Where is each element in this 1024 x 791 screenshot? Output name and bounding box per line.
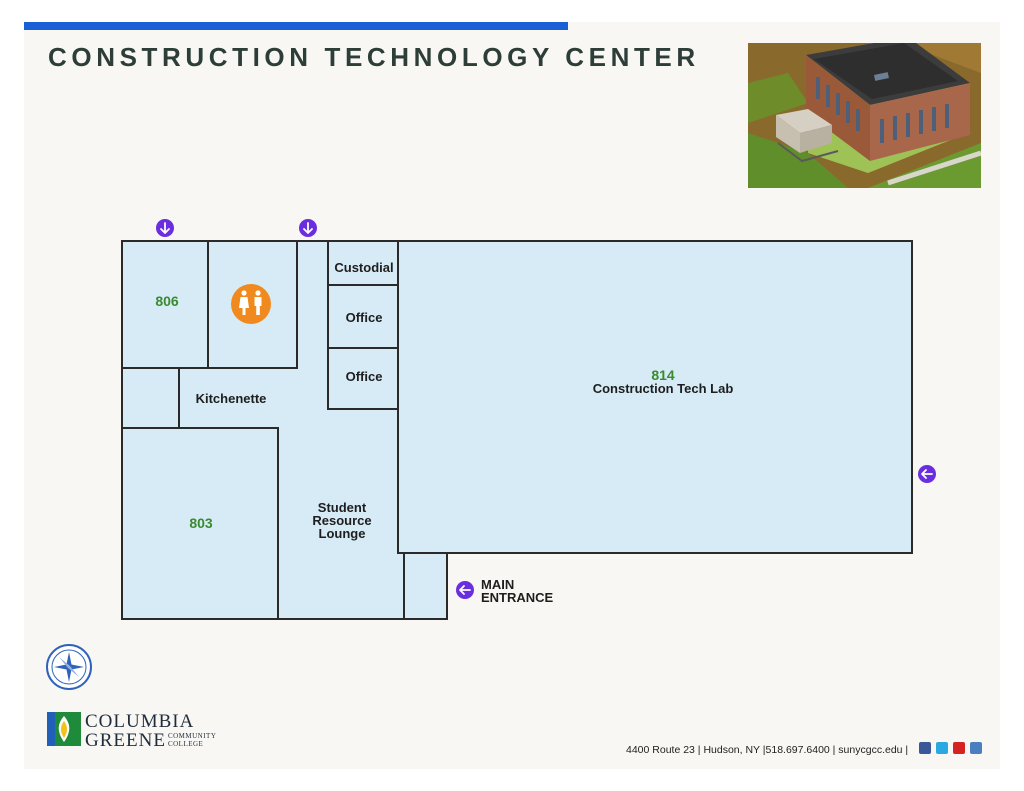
office-1-label: Office xyxy=(346,310,383,325)
lounge-label-line1: Student xyxy=(318,500,367,515)
instagram-icon[interactable] xyxy=(970,742,982,754)
facebook-icon[interactable] xyxy=(919,742,931,754)
room-814-number: 814 xyxy=(651,367,675,383)
kitchenette-label: Kitchenette xyxy=(196,391,267,406)
main-entrance-label-line2: ENTRANCE xyxy=(481,590,554,605)
accent-bar xyxy=(24,22,568,30)
room-814 xyxy=(397,240,913,554)
building-illustration-art xyxy=(748,43,981,188)
footer-contact: 4400 Route 23 | Hudson, NY |518.697.6400… xyxy=(626,744,909,756)
logo-small-line-1: COMMUNITY xyxy=(167,732,217,740)
main-entrance-label-line1: MAIN xyxy=(481,577,514,592)
room-803-label: 803 xyxy=(189,515,213,531)
office-2-label: Office xyxy=(346,369,383,384)
building-illustration xyxy=(748,43,981,188)
lounge-label-line3: Lounge xyxy=(319,526,366,541)
compass-seal-icon xyxy=(46,644,92,690)
exit-arrow-icon xyxy=(299,219,317,237)
room-806-label: 806 xyxy=(155,293,179,309)
logo-line-2-text: GREENE xyxy=(85,730,166,751)
logo-small-line-2: COLLEGE xyxy=(167,739,204,748)
exit-arrow-icon xyxy=(156,219,174,237)
room-vestibule xyxy=(403,552,448,620)
room-storage xyxy=(121,367,180,429)
youtube-icon[interactable] xyxy=(953,742,965,754)
restroom-icon xyxy=(231,284,271,324)
room-803 xyxy=(121,427,279,620)
logo-line-1: COLUMBIA xyxy=(85,711,195,732)
twitter-icon[interactable] xyxy=(936,742,948,754)
exit-arrow-icon xyxy=(918,465,936,483)
page-title: CONSTRUCTION TECHNOLOGY CENTER xyxy=(48,42,700,72)
exit-arrow-icon xyxy=(456,581,474,599)
room-814-name: Construction Tech Lab xyxy=(593,381,734,396)
college-logo-icon xyxy=(47,712,81,746)
lounge-label-line2: Resource xyxy=(312,513,371,528)
room-office-1 xyxy=(327,284,399,349)
custodial-label: Custodial xyxy=(334,260,393,275)
